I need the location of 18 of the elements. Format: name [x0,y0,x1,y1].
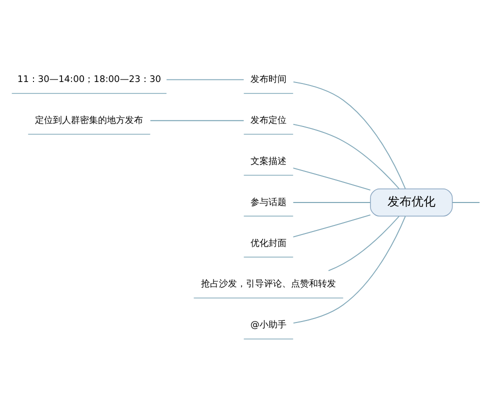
node-text: 文案描述 [250,156,286,166]
connector [150,120,244,121]
node-text: @小助手 [250,320,287,330]
connector [292,123,400,189]
node-text: 抢占沙发，引导评论、点赞和转发 [200,279,336,290]
connector [292,81,406,189]
connector [292,215,406,323]
connector [292,167,371,190]
node-text: 优化封面 [250,238,286,248]
node-text: 发布时间 [250,74,286,85]
connector [328,215,400,271]
connector [166,78,244,80]
node-text: 定位到人群密集的地方发布 [35,115,144,126]
node-text: 参与话题 [250,197,286,208]
node-text: 发布定位 [250,115,286,126]
node-box: 发布优化 [370,188,453,216]
connector [292,214,371,237]
node-text: 11：30—14:00；18:00—23：30 [17,74,162,85]
